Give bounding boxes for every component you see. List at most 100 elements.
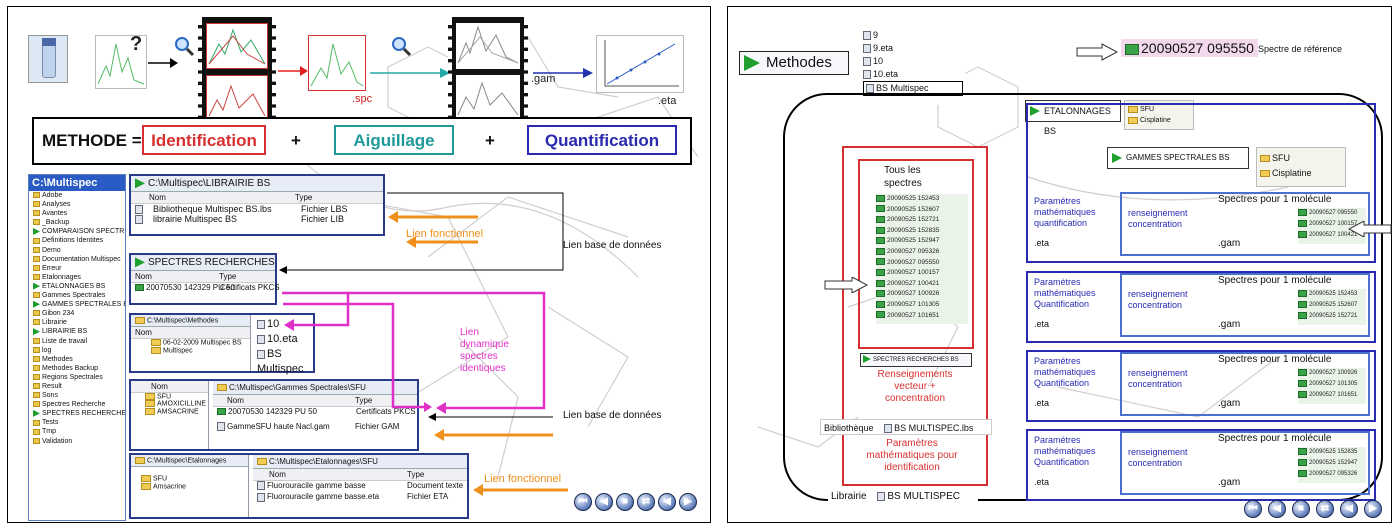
- tree-item-27[interactable]: Validation: [29, 437, 125, 446]
- tree-item-15[interactable]: LIBRAIRIE BS: [29, 327, 125, 336]
- etal-folder[interactable]: SFU: [1128, 104, 1190, 115]
- spectrum-item-11[interactable]: 20090527 101651: [876, 311, 968, 322]
- spectrum-item-7[interactable]: 20090527 100157: [876, 268, 968, 279]
- tree-item-6[interactable]: Demo: [29, 246, 125, 255]
- nav-button-3[interactable]: ⇄: [1316, 500, 1334, 518]
- tree-item-26[interactable]: Tmp: [29, 427, 125, 436]
- molecule-spectrum-item[interactable]: 20090527 100157: [1298, 219, 1366, 230]
- methodes-file-10-eta[interactable]: 10.eta: [257, 332, 313, 347]
- molecule-spectrum-item[interactable]: 20090527 100926: [1298, 368, 1366, 379]
- method-file-4[interactable]: BS Multispec: [863, 81, 963, 96]
- nav-button-0[interactable]: ⏮: [574, 493, 592, 511]
- tree-item-21[interactable]: Result: [29, 382, 125, 391]
- spectrum-item-9[interactable]: 20090527 100926: [876, 289, 968, 300]
- molecule-spectrum-item[interactable]: 20090525 152835: [1298, 447, 1366, 458]
- methodes-folder-1[interactable]: 06-02-2009 Multispec BS: [131, 339, 250, 347]
- tree-item-24[interactable]: SPECTRES RECHERCHES BS: [29, 409, 125, 418]
- etal-tree-item[interactable]: Amsacrine: [131, 482, 248, 490]
- concentration-box: [1120, 192, 1370, 256]
- molecule-spectrum-item[interactable]: 20090527 101651: [1298, 390, 1366, 401]
- tree-item-25[interactable]: Tests: [29, 418, 125, 427]
- molecule-spectrum-item[interactable]: 20090525 152453: [1298, 289, 1366, 300]
- tree-item-17[interactable]: log: [29, 346, 125, 355]
- gammes-folder[interactable]: SFU: [1260, 151, 1342, 166]
- lib-name[interactable]: BS MULTISPEC: [877, 491, 960, 502]
- method-file-2[interactable]: 10: [863, 55, 963, 68]
- gammes-tree-item[interactable]: SFU: [131, 393, 208, 400]
- reference-spectrum[interactable]: 20090527 095550: [1121, 39, 1258, 57]
- methodes-folder-2[interactable]: Multispec: [131, 346, 250, 354]
- method-file-0[interactable]: 9: [863, 29, 963, 42]
- tree-item-13[interactable]: Gibon 234: [29, 309, 125, 318]
- tree-item-3[interactable]: _Backup: [29, 218, 125, 227]
- tree-item-10[interactable]: ETALONNAGES BS: [29, 282, 125, 291]
- nav-button-1[interactable]: ◀: [595, 493, 613, 511]
- methodes-file-bs[interactable]: BS Multispec: [257, 347, 313, 377]
- tree-item-22[interactable]: Sons: [29, 391, 125, 400]
- spectrum-item-1[interactable]: 20090525 152607: [876, 205, 968, 216]
- tree-item-14[interactable]: Librairie: [29, 318, 125, 327]
- tree-item-16[interactable]: Liste de travail: [29, 337, 125, 346]
- molecule-spectrum-item[interactable]: 20090525 152607: [1298, 300, 1366, 311]
- tree-item-7[interactable]: Documentation Multispec: [29, 255, 125, 264]
- spectrum-item-5[interactable]: 20090527 095326: [876, 247, 968, 258]
- nav-button-3[interactable]: ⇄: [637, 493, 655, 511]
- nav-button-4[interactable]: ◀: [658, 493, 676, 511]
- spectrum-item-10[interactable]: 20090527 101305: [876, 300, 968, 311]
- methodes-button[interactable]: Methodes: [739, 51, 849, 75]
- tree-item-2[interactable]: Avantes: [29, 209, 125, 218]
- tree-item-12[interactable]: GAMMES SPECTRALES BS: [29, 300, 125, 309]
- spectrum-item-2[interactable]: 20090525 152721: [876, 215, 968, 226]
- spectrum-item-3[interactable]: 20090525 152835: [876, 226, 968, 237]
- tree-item-23[interactable]: Spectres Recherche: [29, 400, 125, 409]
- nav-button-5[interactable]: ▶: [679, 493, 697, 511]
- tree-item-20[interactable]: Regions Spectrales: [29, 373, 125, 382]
- nav-button-5[interactable]: ▶: [1364, 500, 1382, 518]
- etal-tree-item[interactable]: SFU: [131, 475, 248, 483]
- molecule-spectrum-item[interactable]: 20090525 152947: [1298, 458, 1366, 469]
- spectrum-item-6[interactable]: 20090527 095550: [876, 258, 968, 269]
- lib-file[interactable]: BS MULTISPEC.lbs: [884, 423, 973, 434]
- nav-button-2[interactable]: ■: [616, 493, 634, 511]
- molecule-spectrum-item[interactable]: 20090527 095326: [1298, 469, 1366, 480]
- tree-item-18[interactable]: Methodes: [29, 355, 125, 364]
- gammes-tree-item[interactable]: AMSACRINE: [131, 407, 208, 415]
- spectres-row[interactable]: 20070530 142329 PU 50Certificats PKCS: [131, 283, 280, 292]
- tree-item-1[interactable]: Analyses: [29, 200, 125, 209]
- molecule-spectrum-item[interactable]: 20090527 095550: [1298, 208, 1366, 219]
- tree-item-11[interactable]: Gammes Spectrales: [29, 291, 125, 300]
- spectrum-item-4[interactable]: 20090525 152947: [876, 236, 968, 247]
- methodes-file-10[interactable]: 10: [257, 317, 313, 332]
- tree-item-9[interactable]: Etalonnages: [29, 273, 125, 282]
- spectrum-item-0[interactable]: 20090525 152453: [876, 194, 968, 205]
- folder-icon: [33, 346, 40, 353]
- tree-item-5[interactable]: Definitions Identites: [29, 236, 125, 245]
- gammes-tree-item[interactable]: AMOXICILLINE: [131, 400, 208, 408]
- molecule-spectrum-item[interactable]: 20090527 100421: [1298, 230, 1366, 241]
- gammes-folder[interactable]: Cisplatine: [1260, 166, 1342, 181]
- nav-button-4[interactable]: ◀: [1340, 500, 1358, 518]
- method-file-3[interactable]: 10.eta: [863, 68, 963, 81]
- molecule-spectrum-item[interactable]: 20090525 152721: [1298, 311, 1366, 322]
- nav-button-2[interactable]: ■: [1292, 500, 1310, 518]
- tree-item-4[interactable]: COMPARAISON SPECTRES: [29, 227, 125, 236]
- spectrum-label: 20090527 101305: [1309, 381, 1358, 387]
- librairie-path-text: C:\Multispec\LIBRAIRIE BS: [148, 178, 271, 189]
- nav-button-1[interactable]: ◀: [1268, 500, 1286, 518]
- etal-folder[interactable]: Cisplatine: [1128, 115, 1190, 126]
- nav-button-0[interactable]: ⏮: [1244, 500, 1262, 518]
- tree-item-19[interactable]: Methodes Backup: [29, 364, 125, 373]
- tree-item-0[interactable]: Adobe: [29, 191, 125, 200]
- method-file-1[interactable]: 9.eta: [863, 42, 963, 55]
- molecule-spectrum-item[interactable]: 20090527 101305: [1298, 379, 1366, 390]
- play-icon: [863, 355, 871, 363]
- spectrum-item-8[interactable]: 20090527 100421: [876, 279, 968, 290]
- tree-item-8[interactable]: Erreur: [29, 264, 125, 273]
